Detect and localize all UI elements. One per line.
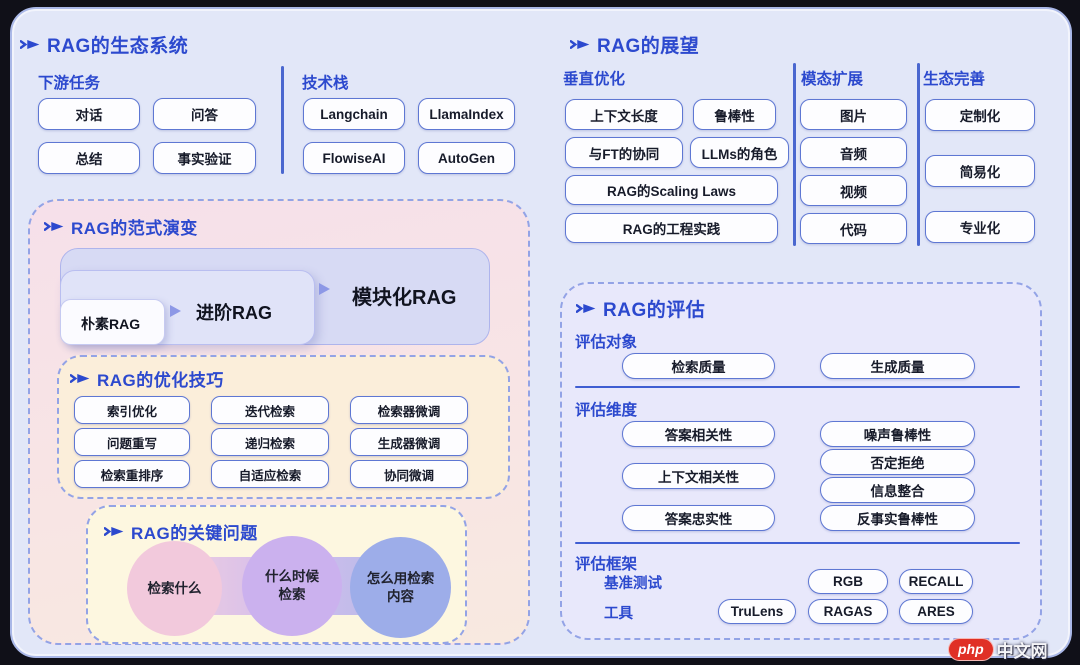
eval-divider-2 [575,542,1020,544]
section-arrow-icon [570,40,590,49]
tools-label: 工具 [604,606,633,622]
eco-chip: 专业化 [925,211,1035,243]
question-circle-when: 什么时候检索 [242,536,342,636]
section-arrow-icon [70,374,90,383]
benchmark-chip: RGB [808,569,888,594]
downstream-tasks-label: 下游任务 [38,75,101,92]
php-watermark-logo: php 中文网 [948,637,1048,662]
tech-chip: AutoGen [418,142,515,174]
outlook-divider-1 [793,63,796,246]
eco-chip: 简易化 [925,155,1035,187]
ecosystem-divider [281,66,284,174]
advanced-rag-label: 进阶RAG [196,303,272,323]
optimization-title-text: RAG的优化技巧 [97,371,224,390]
eco-improve-label: 生态完善 [923,71,986,88]
downstream-tasks-grid: 对话 问答 总结 事实验证 [38,98,256,174]
tech-chip: Langchain [303,98,405,130]
optimization-chip: 索引优化 [74,396,190,424]
benchmark-chip: RECALL [899,569,973,594]
downstream-chip: 对话 [38,98,140,130]
flow-arrow-icon [170,305,181,317]
vertical-chip: LLMs的角色 [690,137,789,168]
eval-dimension-chip: 答案忠实性 [622,505,775,531]
section-arrow-icon [576,304,596,313]
vertical-chip: 鲁棒性 [693,99,776,130]
optimization-chip: 检索重排序 [74,460,190,488]
eval-dimensions-label: 评估维度 [575,402,638,419]
eval-targets-label: 评估对象 [575,334,638,351]
vertical-opt-label: 垂直优化 [563,71,626,88]
eval-dimension-chip: 反事实鲁棒性 [820,505,975,531]
php-logo-text: 中文网 [996,642,1048,661]
eval-dimension-chip: 信息整合 [820,477,975,503]
modal-expansion-label: 模态扩展 [801,71,864,88]
vertical-chip: 与FT的协同 [565,137,683,168]
ecosystem-title-text: RAG的生态系统 [47,36,189,57]
modal-chip: 图片 [800,99,907,130]
eval-target-chip: 检索质量 [622,353,775,379]
optimization-chip: 问题重写 [74,428,190,456]
optimization-chip: 检索器微调 [350,396,468,424]
outlook-section-title: RAG的展望 [570,31,699,58]
paradigm-title-text: RAG的范式演变 [71,219,198,238]
optimization-chip: 生成器微调 [350,428,468,456]
vertical-chip: RAG的Scaling Laws [565,175,778,205]
section-arrow-icon [104,527,124,536]
tool-chip: RAGAS [808,599,888,624]
modal-chip: 视频 [800,175,907,206]
modal-chip: 音频 [800,137,907,168]
key-questions-section-title: RAG的关键问题 [104,519,258,544]
eval-dimension-chip: 噪声鲁棒性 [820,421,975,447]
tech-stack-grid: Langchain LlamaIndex FlowiseAI AutoGen [303,98,515,174]
optimization-section-title: RAG的优化技巧 [70,366,224,391]
section-arrow-icon [44,222,64,231]
eval-divider-1 [575,386,1020,388]
naive-rag-label: 朴素RAG [81,316,141,332]
outlook-divider-2 [917,63,920,246]
optimization-chip: 递归检索 [211,428,329,456]
tech-stack-label: 技术栈 [302,75,349,92]
downstream-chip: 事实验证 [153,142,256,174]
vertical-chip: RAG的工程实践 [565,213,778,243]
eval-dimension-chip: 答案相关性 [622,421,775,447]
modular-rag-label: 模块化RAG [352,287,457,309]
tool-chip: TruLens [718,599,796,624]
eval-target-chip: 生成质量 [820,353,975,379]
vertical-chip: 上下文长度 [565,99,683,130]
naive-rag-box [60,299,165,345]
outlook-title-text: RAG的展望 [597,36,700,57]
tech-chip: LlamaIndex [418,98,515,130]
eco-chip: 定制化 [925,99,1035,131]
downstream-chip: 总结 [38,142,140,174]
php-logo-badge: php [948,638,994,661]
tech-chip: FlowiseAI [303,142,405,174]
optimization-grid: 索引优化 迭代检索 检索器微调 问题重写 递归检索 生成器微调 检索重排序 自适… [74,396,468,488]
flow-arrow-icon [319,283,330,295]
downstream-chip: 问答 [153,98,256,130]
ecosystem-section-title: RAG的生态系统 [20,31,188,58]
optimization-chip: 迭代检索 [211,396,329,424]
question-circle-how: 怎么用检索内容 [350,537,451,638]
modal-chip: 代码 [800,213,907,244]
question-text: 什么时候检索 [265,569,319,602]
eval-frameworks-label: 评估框架 [575,556,638,573]
key-questions-title-text: RAG的关键问题 [131,524,258,543]
question-circle-what: 检索什么 [127,541,222,636]
evaluation-section-title: RAG的评估 [576,295,705,322]
benchmark-label: 基准测试 [604,576,662,592]
optimization-chip: 协同微调 [350,460,468,488]
paradigm-section-title: RAG的范式演变 [44,214,198,239]
section-arrow-icon [20,40,40,49]
optimization-chip: 自适应检索 [211,460,329,488]
eval-dimension-chip: 否定拒绝 [820,449,975,475]
tool-chip: ARES [899,599,973,624]
eval-dimension-chip: 上下文相关性 [622,463,775,489]
evaluation-title-text: RAG的评估 [603,300,706,321]
question-text: 检索什么 [147,580,202,596]
question-text: 怎么用检索内容 [366,570,435,604]
